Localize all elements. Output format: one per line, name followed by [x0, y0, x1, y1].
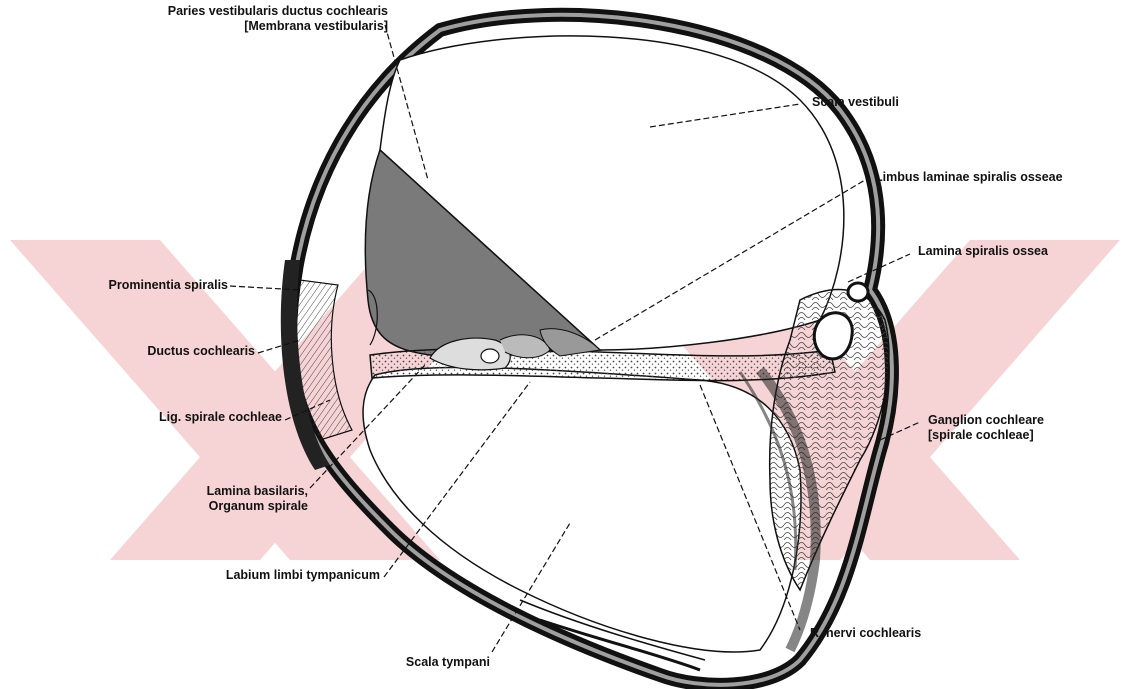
- label-limbus: Limbus laminae spiralis osseae: [875, 170, 1063, 185]
- label-ganglion-line1: Ganglion cochleare: [928, 413, 1044, 428]
- label-ductus-cochlearis: Ductus cochlearis: [60, 344, 255, 359]
- label-r-nervi-cochlearis: R. nervi cochlearis: [810, 626, 921, 641]
- label-lamina-basilaris: Lamina basilaris, Organum spirale: [120, 484, 308, 514]
- label-lamina-basilaris-line2: Organum spirale: [120, 499, 308, 514]
- label-paries-line1: Paries vestibularis ductus cochlearis: [85, 4, 388, 19]
- label-lig-spirale: Lig. spirale cochleae: [60, 410, 282, 425]
- label-ganglion-cochleare: Ganglion cochleare [spirale cochleae]: [928, 413, 1044, 443]
- label-scala-tympani: Scala tympani: [330, 655, 490, 670]
- label-prominentia-spiralis: Prominentia spiralis: [30, 278, 228, 293]
- label-paries-vestibularis: Paries vestibularis ductus cochlearis [M…: [85, 4, 388, 34]
- label-paries-line2: [Membrana vestibularis]: [85, 19, 388, 34]
- label-scala-vestibuli: Scala vestibuli: [812, 95, 899, 110]
- scala-tympani-region: [363, 367, 801, 652]
- label-ganglion-line2: [spirale cochleae]: [928, 428, 1044, 443]
- label-lamina-spiralis-ossea: Lamina spiralis ossea: [918, 244, 1048, 259]
- label-lamina-basilaris-line1: Lamina basilaris,: [120, 484, 308, 499]
- label-labium-limbi: Labium limbi tympanicum: [140, 568, 380, 583]
